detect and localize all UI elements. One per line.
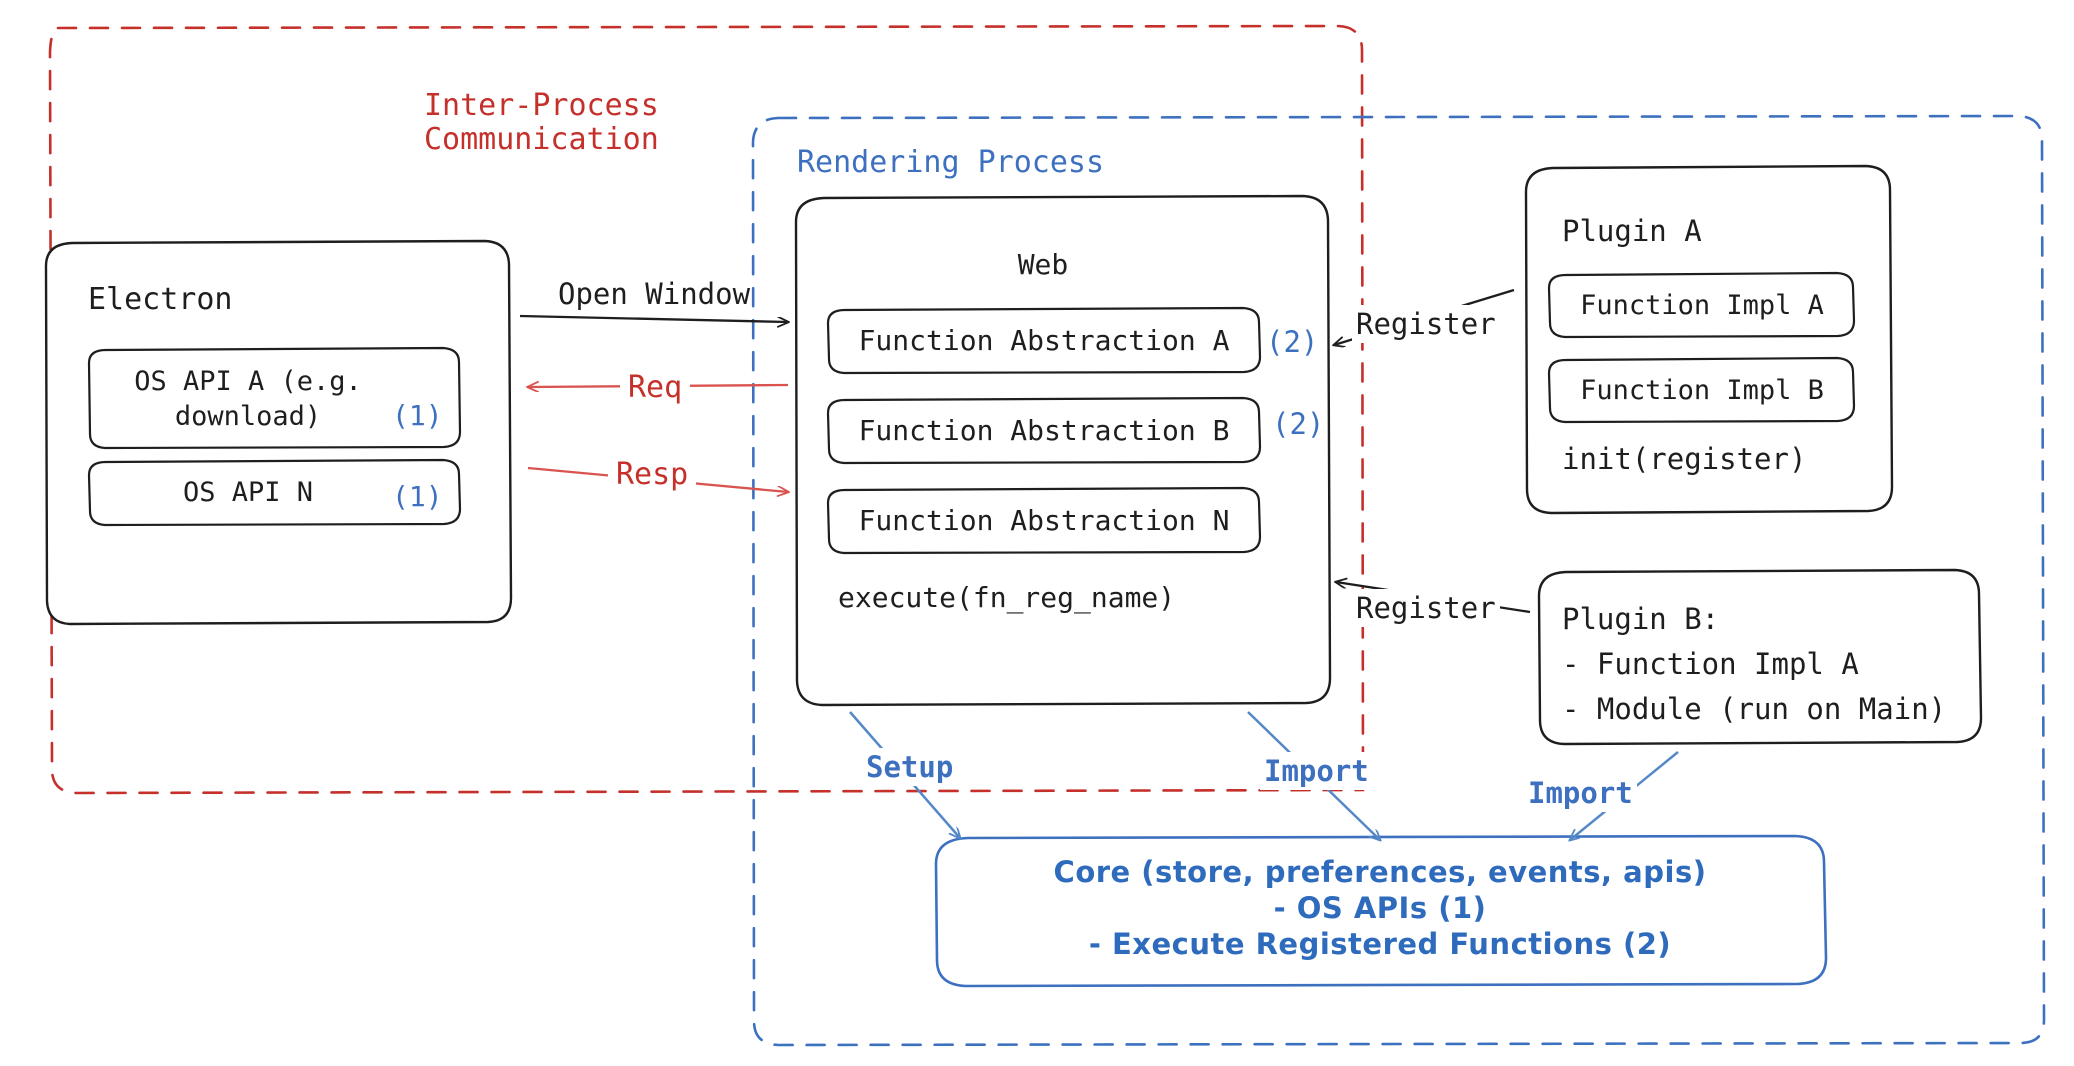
import-web-label: Import <box>1260 752 1373 791</box>
import-plugin-b-label: Import <box>1524 774 1637 813</box>
function-abstraction-b-marker: (2) <box>1272 407 1325 441</box>
register-top-label: Register <box>1352 305 1500 344</box>
os-api-n-marker: (1) <box>392 480 443 513</box>
function-abstraction-b-label: Function Abstraction B <box>858 413 1230 447</box>
function-impl-b-label: Function Impl B <box>1580 375 1824 407</box>
plugin-a-init-label: init(register) <box>1562 442 1807 476</box>
plugin-b-line-1: - Function Impl A <box>1562 647 1859 681</box>
core-line-2: - OS APIs (1) <box>1273 891 1487 926</box>
open-window-arrow <box>519 314 788 322</box>
function-abstraction-a-marker: (2) <box>1266 325 1319 359</box>
setup-label: Setup <box>862 748 958 787</box>
ipc-label-line2: Communication <box>424 122 659 157</box>
function-abstraction-n-label: Function Abstraction N <box>858 503 1230 537</box>
os-api-a-label: OS API A (e.g. download) <box>134 365 362 432</box>
web-execute-label: execute(fn_reg_name) <box>838 581 1176 614</box>
plugin-b-title: Plugin B: <box>1562 602 1720 636</box>
core-line-1: Core (store, preferences, events, apis) <box>1053 855 1707 890</box>
os-api-a-marker: (1) <box>392 399 443 432</box>
os-api-n-label: OS API N <box>182 477 314 509</box>
req-label: Req <box>620 368 691 408</box>
function-impl-a-label: Function Impl A <box>1580 290 1824 322</box>
ipc-label-line1: Inter-Process <box>424 88 659 123</box>
rendering-process-label: Rendering Process <box>797 145 1105 180</box>
electron-title: Electron <box>88 282 233 317</box>
register-bottom-label: Register <box>1352 589 1500 628</box>
plugin-a-title: Plugin A <box>1562 214 1702 248</box>
core-line-3: - Execute Registered Functions (2) <box>1088 927 1672 962</box>
open-window-label: Open Window <box>558 277 751 311</box>
plugin-b-line-2: - Module (run on Main) <box>1562 692 1947 726</box>
function-abstraction-a-label: Function Abstraction A <box>858 323 1230 357</box>
web-title: Web <box>1017 247 1069 281</box>
resp-label: Resp <box>608 455 697 495</box>
